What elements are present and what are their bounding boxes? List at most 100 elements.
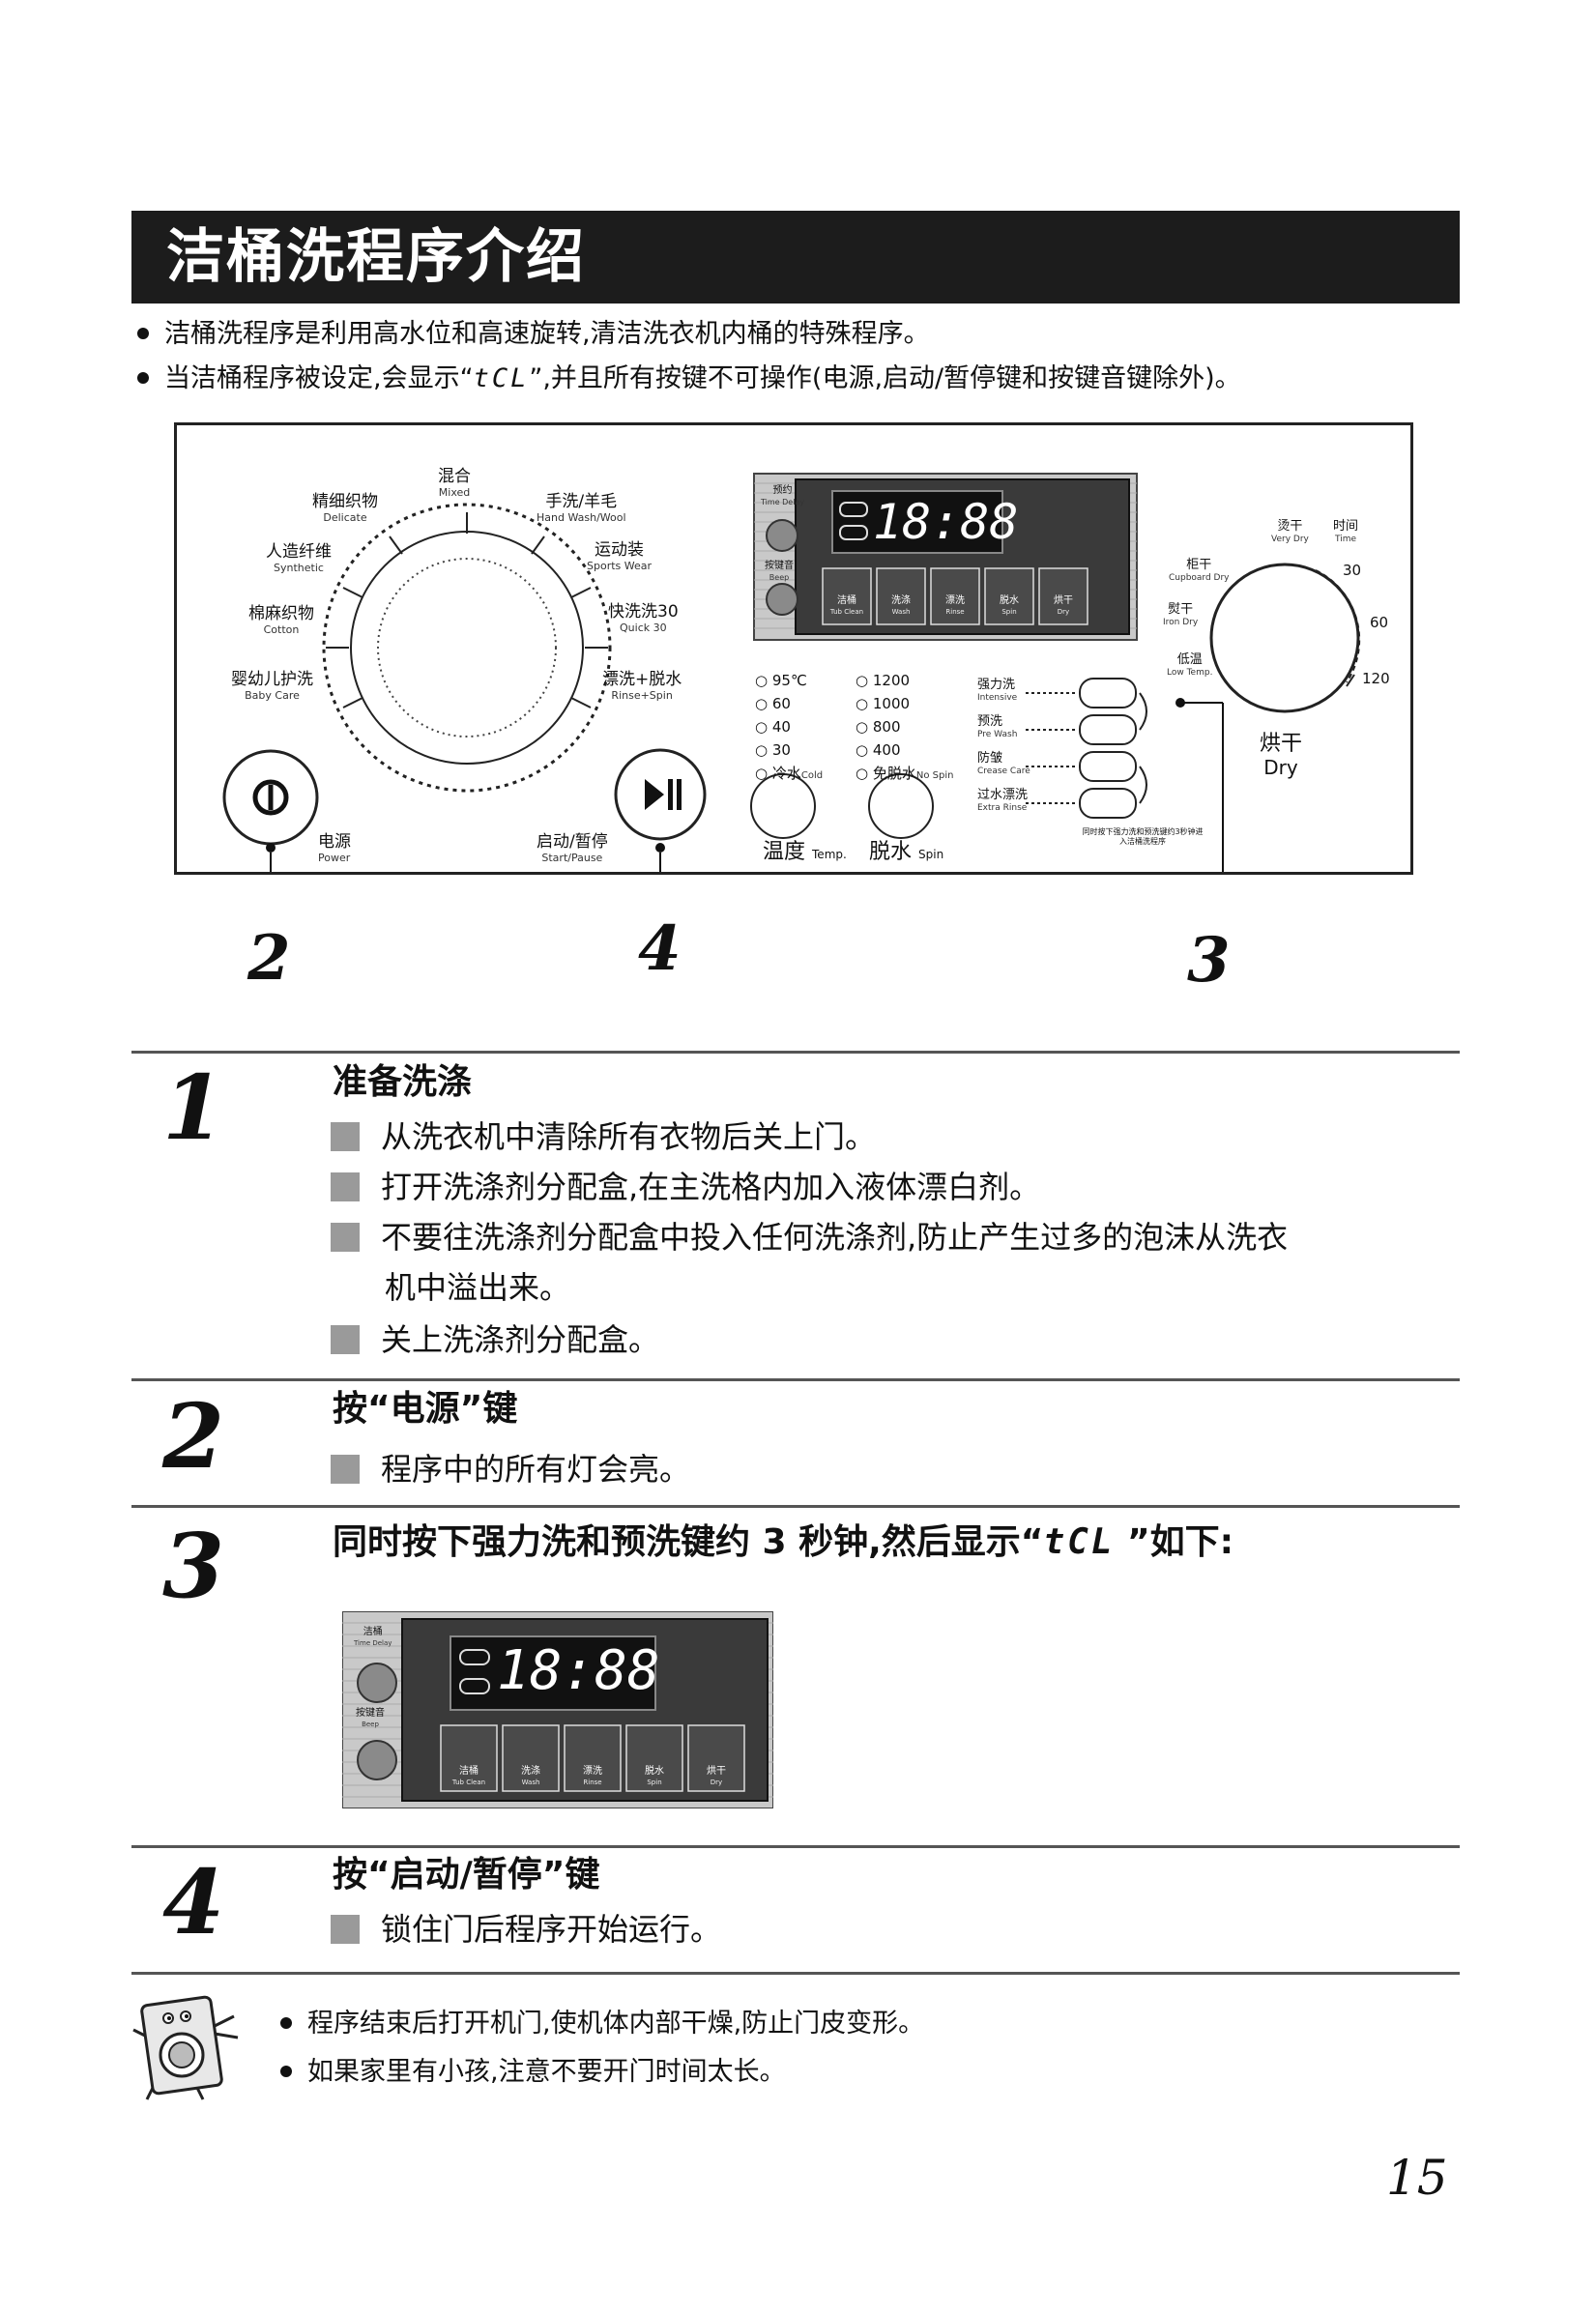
step-1-item-continued: 机中溢出来。 bbox=[385, 1269, 571, 1306]
step-1-item: 从洗衣机中清除所有衣物后关上门。 bbox=[331, 1117, 876, 1156]
gray-square-bullet bbox=[331, 1172, 360, 1201]
bullet-dot bbox=[137, 371, 149, 384]
washing-machine-mascot-icon bbox=[132, 1995, 239, 2100]
step-number-4: 4 bbox=[162, 1850, 225, 1954]
step-title-4: 按“启动/暂停”键 bbox=[333, 1855, 600, 1895]
temp-option-40: ○ 40 bbox=[755, 718, 791, 736]
step-2-item: 程序中的所有灯会亮。 bbox=[331, 1450, 690, 1489]
tcl-code: tCL bbox=[1043, 1522, 1116, 1562]
step-1-item: 不要往洗涤剂分配盒中投入任何洗涤剂,防止产生过多的泡沫从洗衣 bbox=[331, 1218, 1288, 1257]
section-title: 洁桶洗程序介绍 bbox=[166, 223, 586, 291]
divider bbox=[131, 1378, 1460, 1381]
temp-option-cold: ○ 冷水Cold bbox=[755, 765, 824, 782]
step-number-2: 2 bbox=[162, 1384, 225, 1489]
spin-option-400: ○ 400 bbox=[856, 741, 901, 759]
option-buttons bbox=[1026, 678, 1147, 819]
dry-time-60: 60 bbox=[1370, 614, 1389, 631]
step-title-2: 按“电源”键 bbox=[333, 1389, 518, 1429]
display-module-drawing bbox=[753, 473, 1138, 641]
section-title-bar: 洁桶洗程序介绍 bbox=[131, 211, 1460, 304]
intro-line-1: 洁桶洗程序是利用高水位和高速旋转,清洁洗衣机内桶的特殊程序。 bbox=[135, 315, 930, 354]
gray-square-bullet bbox=[331, 1455, 360, 1484]
spin-option-1000: ○ 1000 bbox=[856, 695, 911, 712]
gray-square-bullet bbox=[331, 1915, 360, 1944]
power-button-drawing bbox=[222, 749, 319, 872]
callout-4: 4 bbox=[638, 912, 682, 985]
option-note: 同时按下强力洗和预洗键约3秒钟进入洁桶洗程序 bbox=[1082, 827, 1204, 846]
temp-spin-knobs bbox=[750, 773, 934, 839]
divider bbox=[131, 1505, 1460, 1508]
spin-option-1200: ○ 1200 bbox=[856, 672, 911, 689]
bullet-dot bbox=[280, 2065, 292, 2077]
step-number-1: 1 bbox=[162, 1056, 225, 1160]
tcl-code: tCL bbox=[473, 363, 530, 393]
callout-2: 2 bbox=[247, 922, 291, 995]
divider bbox=[131, 1845, 1460, 1848]
temp-option-60: ○ 60 bbox=[755, 695, 791, 712]
dry-knob-drawing bbox=[1209, 563, 1361, 713]
intro-line-2: 当洁桶程序被设定,会显示“tCL”,并且所有按键不可操作(电源,启动/暂停键和按… bbox=[135, 360, 1241, 398]
temp-option-95: ○ 95℃ bbox=[755, 672, 807, 689]
temp-knob-label: 温度 Temp. bbox=[763, 840, 847, 864]
bullet-dot bbox=[280, 2016, 292, 2029]
step-number-3: 3 bbox=[162, 1514, 225, 1618]
page-number: 15 bbox=[1386, 2150, 1448, 2206]
note-line-1: 程序结束后打开机门,使机体内部干燥,防止门皮变形。 bbox=[280, 2007, 924, 2041]
dry-time-120: 120 bbox=[1362, 670, 1390, 687]
display-drawing bbox=[341, 1610, 774, 1809]
divider bbox=[131, 1051, 1460, 1054]
gray-square-bullet bbox=[331, 1122, 360, 1151]
step-1-item: 关上洗涤剂分配盒。 bbox=[331, 1320, 659, 1359]
dry-time-30: 30 bbox=[1343, 562, 1362, 579]
program-dial bbox=[322, 503, 612, 793]
step-title-3: 同时按下强力洗和预洗键约 3 秒钟,然后显示“tCL ”如下: bbox=[333, 1522, 1234, 1562]
temp-option-30: ○ 30 bbox=[755, 741, 791, 759]
start-pause-button-drawing bbox=[614, 748, 707, 872]
step-title-1: 准备洗涤 bbox=[333, 1062, 473, 1102]
small-display-time: 18:88 bbox=[497, 1639, 660, 1702]
spin-knob-label: 脱水 Spin bbox=[869, 840, 944, 864]
spin-option-800: ○ 800 bbox=[856, 718, 901, 736]
gray-square-bullet bbox=[331, 1325, 360, 1354]
callout-3-leader bbox=[1175, 698, 1224, 872]
note-line-2: 如果家里有小孩,注意不要开门时间太长。 bbox=[280, 2055, 786, 2090]
bullet-dot bbox=[137, 327, 149, 339]
divider bbox=[131, 1972, 1460, 1975]
display-time: 18:88 bbox=[873, 494, 1019, 550]
